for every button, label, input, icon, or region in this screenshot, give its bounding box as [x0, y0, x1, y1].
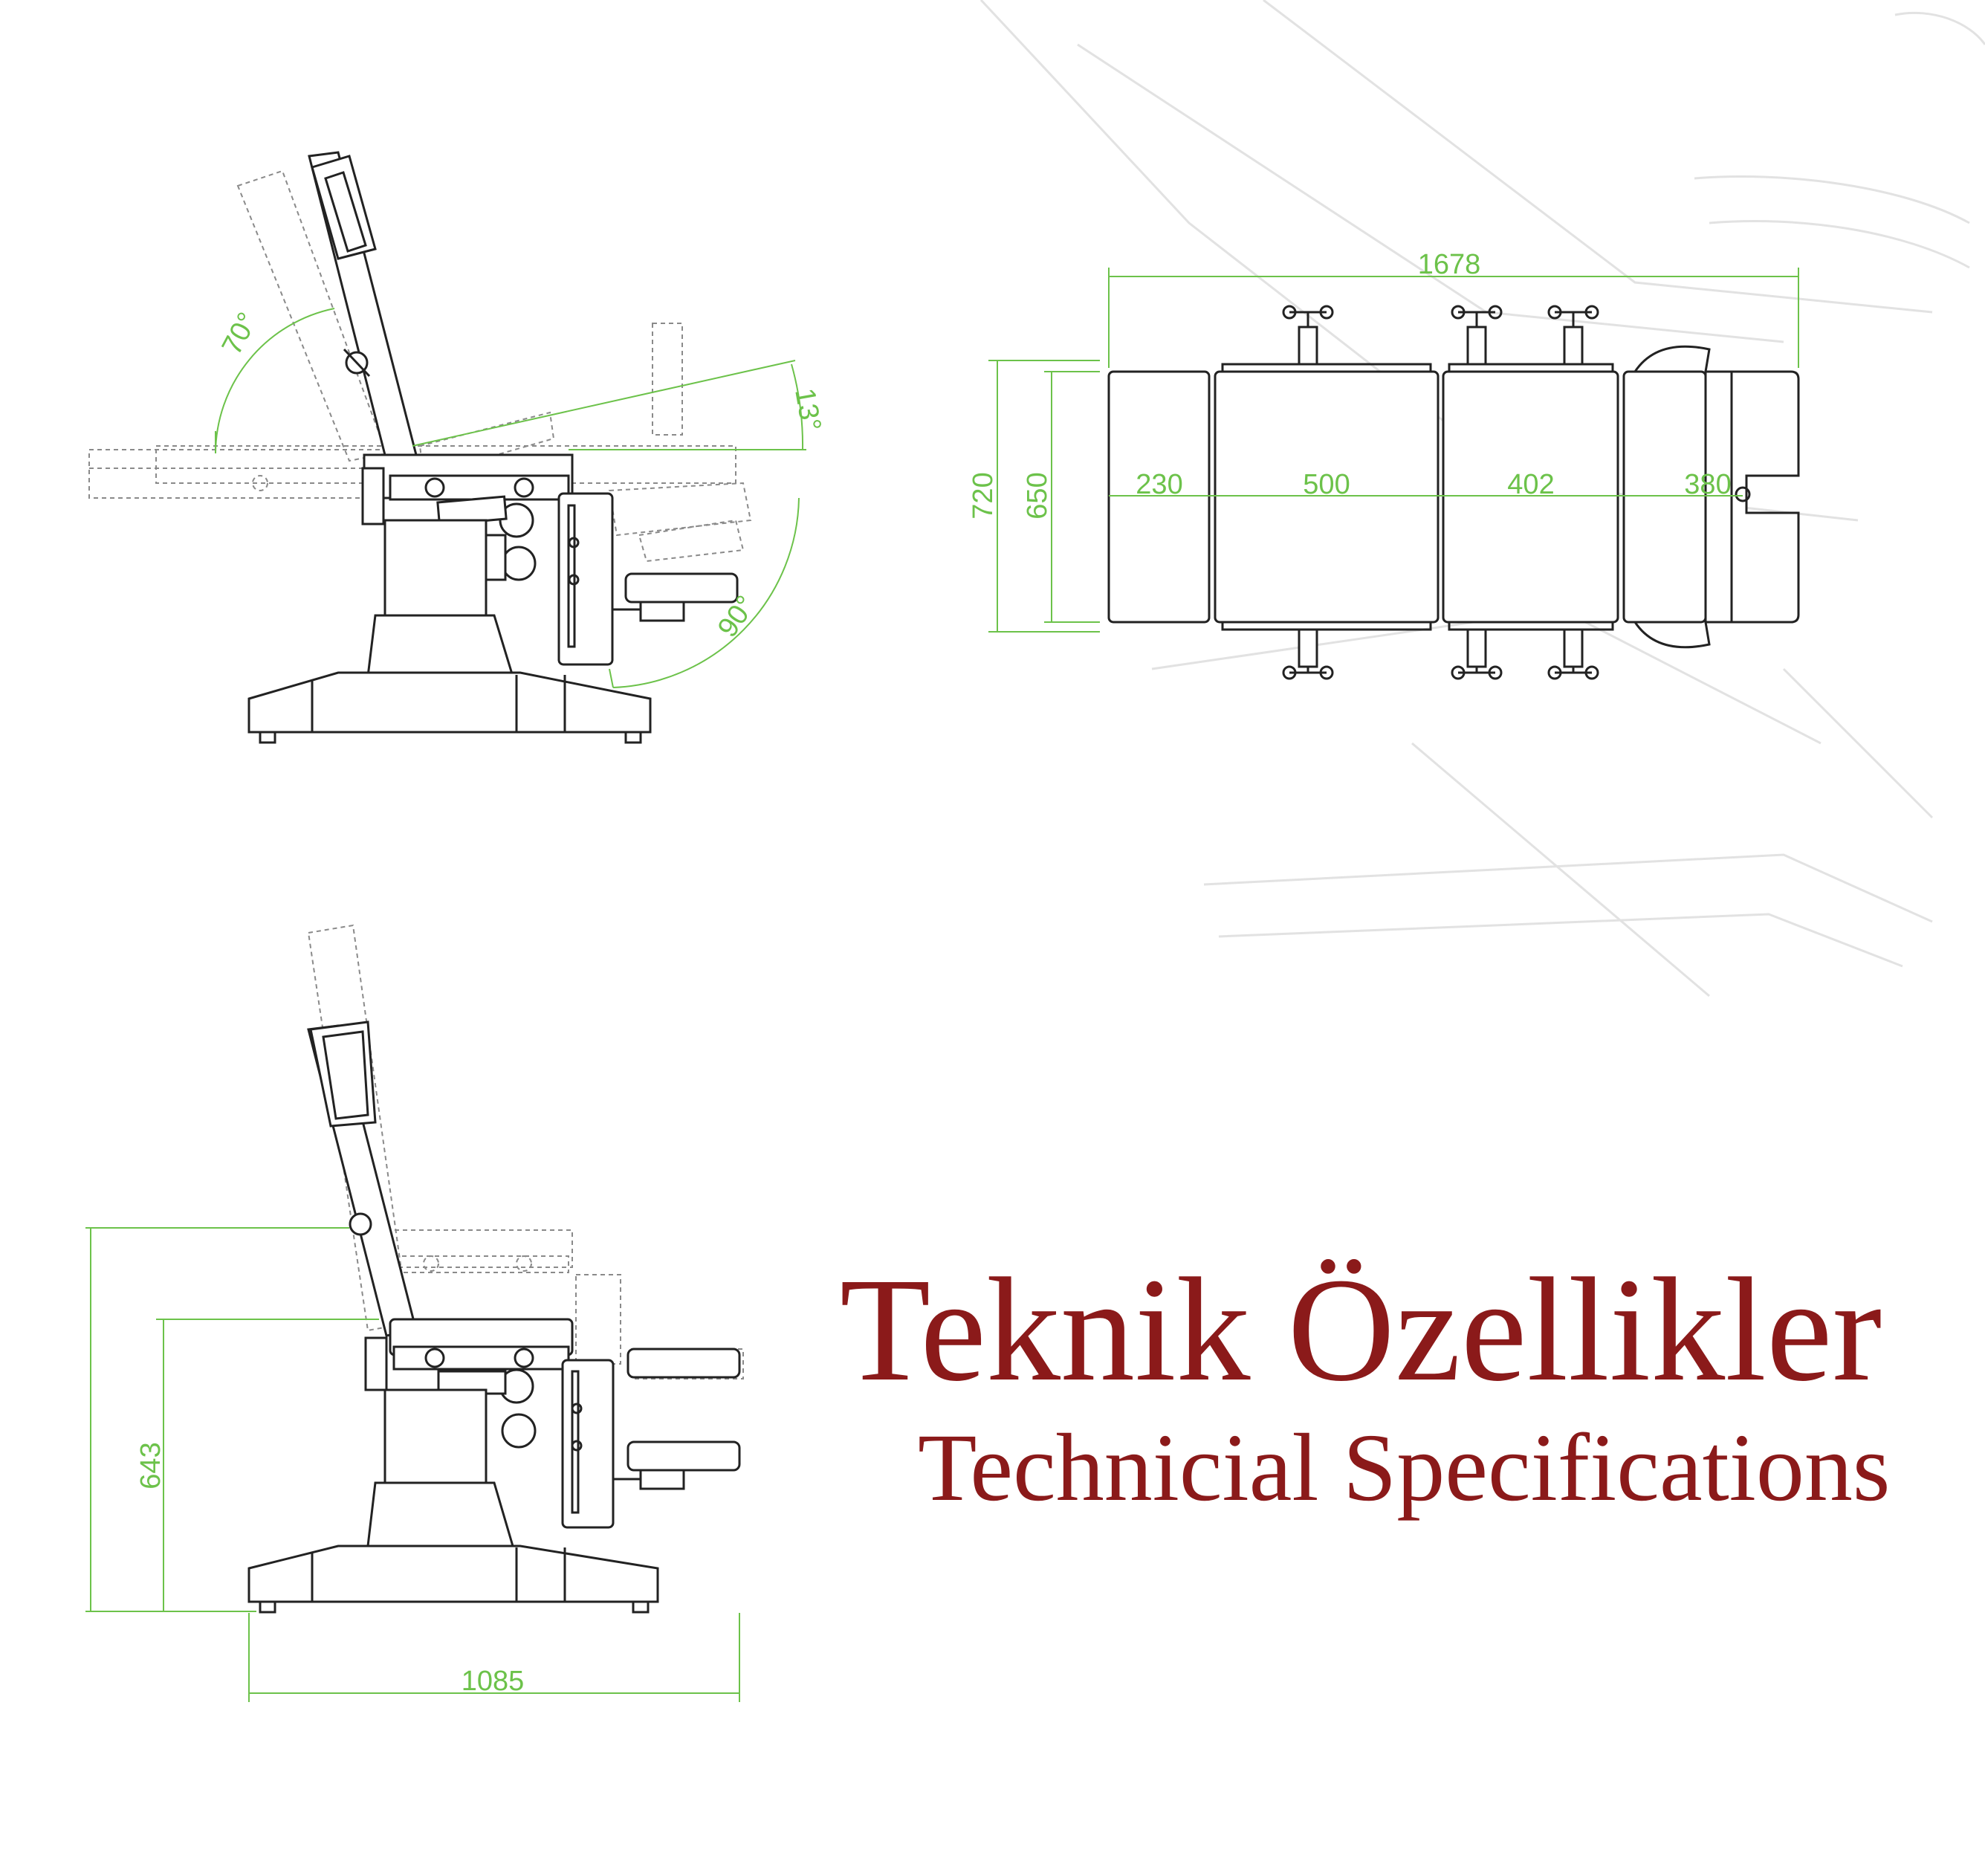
top-section-1-length: 230: [1136, 469, 1182, 500]
seat-tilt-angle-label: 13°: [789, 386, 826, 433]
top-total-width: 720: [968, 472, 999, 519]
top-section-head: [1107, 370, 1211, 624]
side-height-label: 643: [135, 1442, 166, 1489]
column: [383, 519, 488, 617]
seat-tilt-arc: [791, 363, 804, 450]
footrest-upright: [626, 1440, 741, 1472]
leg-rest: [557, 492, 614, 666]
top-total-length: 1678: [1418, 249, 1481, 280]
top-pad-width: 650: [1022, 472, 1053, 519]
side-view-angles: 70° 13° 90°: [88, 151, 826, 744]
backrest-angle-arc: [215, 308, 335, 454]
column-upright: [383, 1388, 488, 1484]
ghost-upright: [307, 924, 744, 1379]
side-view-dimensions: 643 1085: [85, 924, 744, 1702]
side-clamps: [1282, 305, 1599, 680]
top-section-foot: [1704, 370, 1800, 624]
top-section-3-length: 402: [1507, 469, 1554, 500]
leg-rest-upright: [561, 1359, 615, 1529]
title-english: Technicial Specifications: [918, 1414, 1891, 1521]
top-section-2-length: 500: [1303, 469, 1350, 500]
headrest-upright: [309, 1021, 377, 1128]
footrest: [624, 572, 739, 604]
side-base-length-label: 1085: [462, 1666, 525, 1697]
ghost-positions: [88, 169, 752, 563]
top-view: 1678 720 650 230 500 402 380: [968, 249, 1800, 680]
top-section-4-length: 380: [1684, 469, 1731, 500]
title-turkish: Teknik Özellikler: [840, 1248, 1882, 1412]
base: [247, 671, 652, 734]
headrest: [311, 155, 377, 260]
base-upright: [247, 1545, 659, 1603]
leg-angle-arc: [612, 497, 800, 688]
